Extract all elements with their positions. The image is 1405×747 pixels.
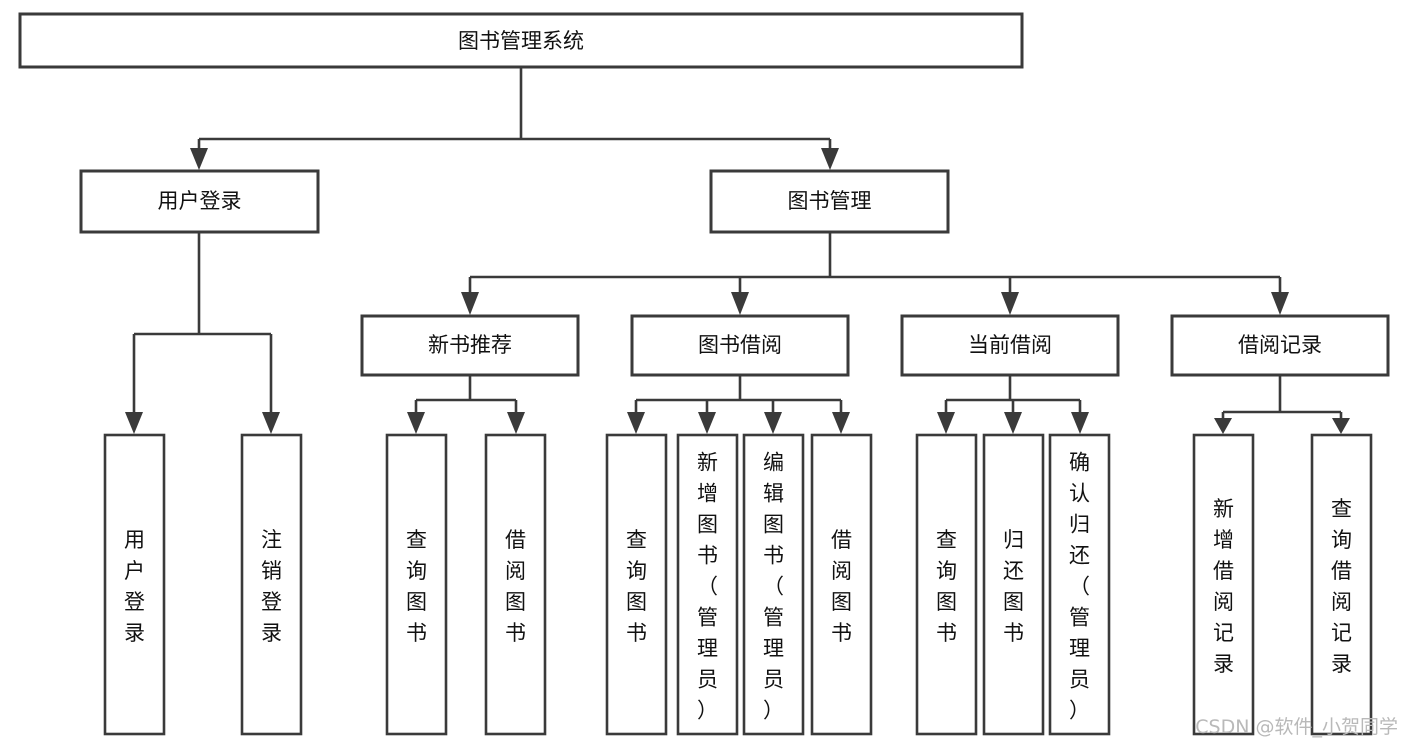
leaf-edit-book-label: 编辑图书（管理员） bbox=[763, 450, 784, 722]
leaf-add-record-box[interactable] bbox=[1192, 433, 1255, 736]
leaf-user-logout-box[interactable] bbox=[240, 433, 303, 736]
leaf-layer: 用户登录 注销登录 查询图书 借阅图书 查询图书 新增图书（管理员） bbox=[103, 433, 1373, 736]
leaf-query-record-label: 查询借阅记录 bbox=[1331, 497, 1352, 676]
node-root[interactable]: 图书管理系统 bbox=[18, 12, 1024, 69]
current-borrow-box[interactable] bbox=[900, 314, 1120, 377]
node-leaf-add-book[interactable]: 新增图书（管理员） bbox=[676, 433, 739, 736]
node-leaf-query-book-1[interactable]: 查询图书 bbox=[385, 433, 448, 736]
node-leaf-query-record[interactable]: 查询借阅记录 bbox=[1310, 433, 1373, 736]
arrow-to-new-book-recommend bbox=[461, 292, 479, 315]
leaf-user-logout-label: 注销登录 bbox=[261, 528, 282, 645]
arrow-to-leaf-add-record bbox=[1214, 418, 1232, 434]
book-management-box[interactable] bbox=[709, 169, 950, 234]
arrow-to-leaf-return-book bbox=[1004, 412, 1022, 434]
node-leaf-borrow-book-1[interactable]: 借阅图书 bbox=[484, 433, 547, 736]
leaf-edit-book-box[interactable] bbox=[742, 433, 805, 736]
node-book-management[interactable]: 图书管理 bbox=[709, 169, 950, 234]
node-book-borrow[interactable]: 图书借阅 bbox=[630, 314, 850, 377]
arrow-to-current-borrow bbox=[1001, 292, 1019, 315]
arrow-to-leaf-query-book-2 bbox=[627, 412, 645, 434]
book-borrow-label: 图书借阅 bbox=[698, 333, 782, 357]
leaf-confirm-return-label: 确认归还（管理员） bbox=[1069, 450, 1090, 722]
node-user-login[interactable]: 用户登录 bbox=[79, 169, 320, 234]
leaf-borrow-book-1-label: 借阅图书 bbox=[505, 528, 526, 645]
node-leaf-user-logout[interactable]: 注销登录 bbox=[240, 433, 303, 736]
new-book-recommend-label: 新书推荐 bbox=[428, 333, 512, 357]
user-login-label: 用户登录 bbox=[158, 189, 242, 213]
node-leaf-query-book-2[interactable]: 查询图书 bbox=[605, 433, 668, 736]
arrow-to-book-management bbox=[821, 148, 839, 170]
arrow-to-leaf-user-logout bbox=[262, 412, 280, 434]
node-new-book-recommend[interactable]: 新书推荐 bbox=[360, 314, 580, 377]
node-leaf-edit-book[interactable]: 编辑图书（管理员） bbox=[742, 433, 805, 736]
leaf-query-book-3-box[interactable] bbox=[915, 433, 978, 736]
arrow-to-leaf-query-book-3 bbox=[937, 412, 955, 434]
arrow-to-leaf-add-book bbox=[698, 412, 716, 434]
node-leaf-user-login[interactable]: 用户登录 bbox=[103, 433, 166, 736]
borrow-record-label: 借阅记录 bbox=[1238, 333, 1322, 357]
leaf-query-book-2-label: 查询图书 bbox=[626, 528, 647, 645]
leaf-query-book-3-label: 查询图书 bbox=[936, 528, 957, 645]
current-borrow-label: 当前借阅 bbox=[968, 333, 1052, 357]
new-book-recommend-box[interactable] bbox=[360, 314, 580, 377]
arrow-to-leaf-edit-book bbox=[764, 412, 782, 434]
leaf-query-book-1-label: 查询图书 bbox=[406, 528, 427, 645]
root-label: 图书管理系统 bbox=[458, 29, 584, 53]
leaf-borrow-book-2-label: 借阅图书 bbox=[831, 528, 852, 645]
leaf-add-record-label: 新增借阅记录 bbox=[1213, 497, 1234, 676]
leaf-user-login-box[interactable] bbox=[103, 433, 166, 736]
book-management-label: 图书管理 bbox=[788, 189, 872, 213]
node-leaf-return-book[interactable]: 归还图书 bbox=[982, 433, 1045, 736]
arrow-to-leaf-query-record bbox=[1332, 418, 1350, 434]
arrow-to-borrow-record bbox=[1271, 292, 1289, 315]
borrow-record-box[interactable] bbox=[1170, 314, 1390, 377]
node-leaf-query-book-3[interactable]: 查询图书 bbox=[915, 433, 978, 736]
arrow-to-leaf-query-book-1 bbox=[407, 412, 425, 434]
node-leaf-add-record[interactable]: 新增借阅记录 bbox=[1192, 433, 1255, 736]
leaf-borrow-book-2-box[interactable] bbox=[810, 433, 873, 736]
leaf-add-book-label: 新增图书（管理员） bbox=[697, 450, 718, 722]
arrow-to-user-login bbox=[190, 148, 208, 170]
leaf-add-book-box[interactable] bbox=[676, 433, 739, 736]
node-leaf-confirm-return[interactable]: 确认归还（管理员） bbox=[1048, 433, 1111, 736]
leaf-confirm-return-box[interactable] bbox=[1048, 433, 1111, 736]
book-borrow-box[interactable] bbox=[630, 314, 850, 377]
node-current-borrow[interactable]: 当前借阅 bbox=[900, 314, 1120, 377]
edge-layer bbox=[125, 67, 1350, 434]
node-leaf-borrow-book-2[interactable]: 借阅图书 bbox=[810, 433, 873, 736]
node-borrow-record[interactable]: 借阅记录 bbox=[1170, 314, 1390, 377]
leaf-query-record-box[interactable] bbox=[1310, 433, 1373, 736]
leaf-return-book-box[interactable] bbox=[982, 433, 1045, 736]
leaf-return-book-label: 归还图书 bbox=[1003, 528, 1024, 645]
arrow-to-leaf-borrow-book-2 bbox=[832, 412, 850, 434]
leaf-query-book-1-box[interactable] bbox=[385, 433, 448, 736]
arrow-to-leaf-confirm-return bbox=[1071, 412, 1089, 434]
user-login-box[interactable] bbox=[79, 169, 320, 234]
leaf-borrow-book-1-box[interactable] bbox=[484, 433, 547, 736]
leaf-query-book-2-box[interactable] bbox=[605, 433, 668, 736]
arrow-to-leaf-borrow-book-1 bbox=[507, 412, 525, 434]
arrow-to-book-borrow bbox=[731, 292, 749, 315]
csdn-watermark: CSDN @软件_小贺同学 bbox=[1195, 716, 1398, 738]
root-box[interactable] bbox=[18, 12, 1024, 69]
arrow-to-leaf-user-login bbox=[125, 412, 143, 434]
leaf-user-login-label: 用户登录 bbox=[124, 528, 145, 645]
